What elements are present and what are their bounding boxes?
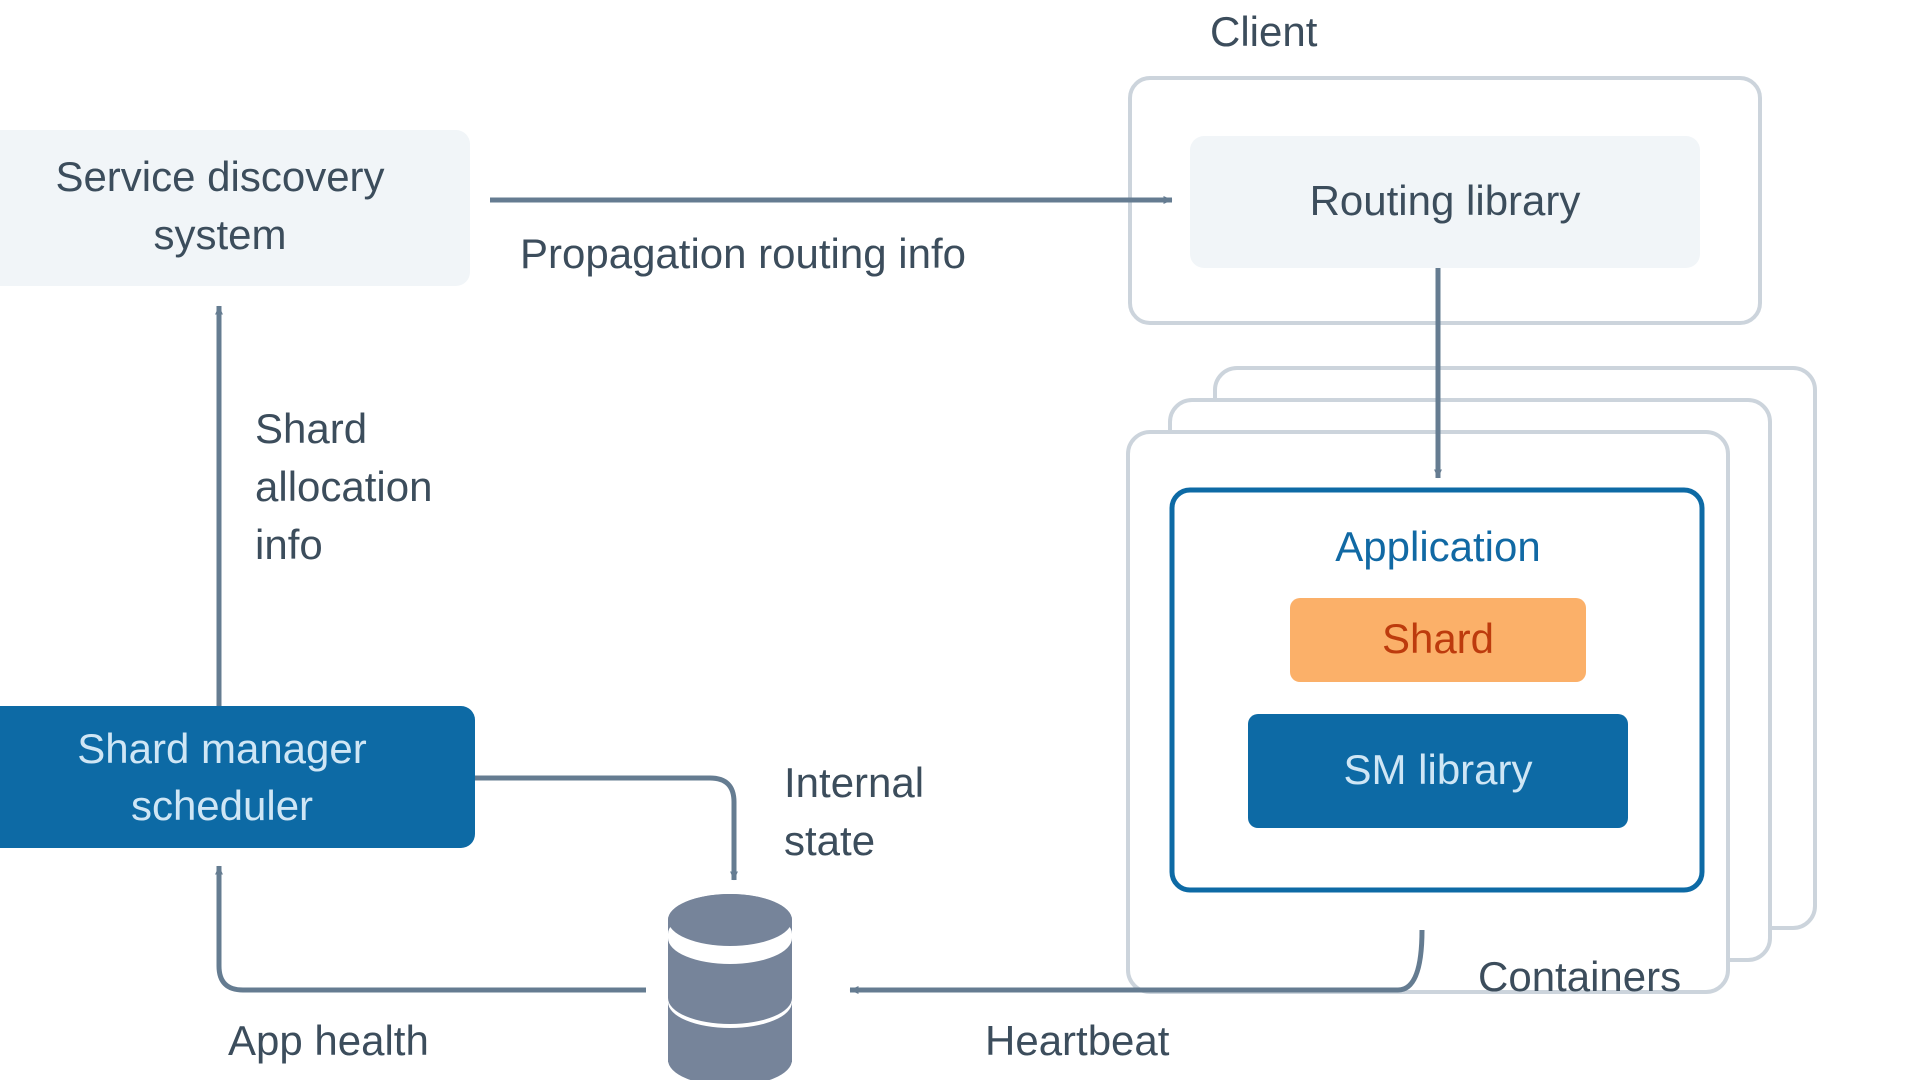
edge-app-health	[215, 865, 646, 993]
edge-label-internal-state-line2: state	[784, 817, 875, 864]
routing-library-box[interactable]	[1190, 136, 1700, 268]
database-cylinder-icon	[668, 894, 792, 1080]
containers-group-label: Containers	[1478, 953, 1681, 1000]
routing-library-label: Routing library	[1310, 177, 1581, 224]
service-discovery-label-line2: system	[153, 211, 286, 258]
service-discovery-box[interactable]	[0, 130, 470, 286]
service-discovery-label-line1: Service discovery	[55, 153, 384, 200]
edge-label-shard-allocation-info-line2: allocation	[255, 463, 432, 510]
edge-label-shard-allocation-info-line1: Shard	[255, 405, 367, 452]
sm-library-box[interactable]	[1248, 714, 1628, 828]
edge-internal-state	[475, 775, 738, 881]
edge-label-internal-state-line1: Internal	[784, 759, 924, 806]
shard-manager-scheduler-box[interactable]	[0, 706, 475, 848]
edge-label-app-health: App health	[228, 1017, 429, 1064]
application-label: Application	[1335, 523, 1540, 570]
edge-heartbeat	[849, 929, 1425, 994]
client-group-label: Client	[1210, 8, 1318, 55]
edge-label-heartbeat: Heartbeat	[985, 1017, 1170, 1064]
sm-library-label: SM library	[1343, 746, 1532, 793]
shard-manager-scheduler-label-line2: scheduler	[131, 782, 313, 829]
shard-manager-scheduler-label-line1: Shard manager	[77, 725, 367, 772]
shard-label: Shard	[1382, 615, 1494, 662]
edge-label-shard-allocation-info-line3: info	[255, 521, 323, 568]
shard-box[interactable]	[1290, 598, 1586, 682]
edge-label-propagation-routing-info: Propagation routing info	[520, 230, 966, 277]
